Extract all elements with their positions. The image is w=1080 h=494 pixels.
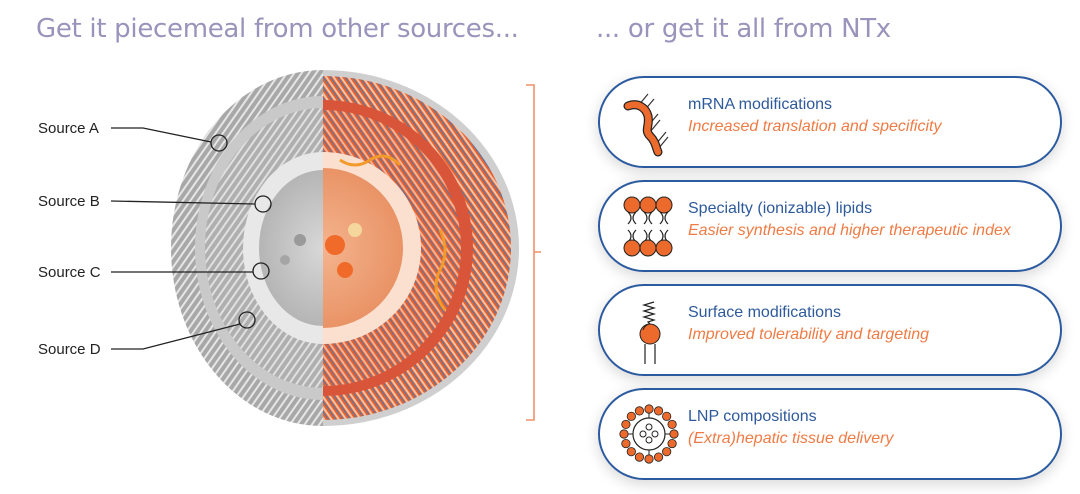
surface-lipid-peg-icon (639, 301, 661, 364)
lnp-bead (669, 429, 679, 439)
lnp-left-half-grey (171, 70, 323, 426)
lnp-bead (626, 447, 636, 457)
source-leader-lines (110, 127, 272, 350)
card-title: Specialty (ionizable) lipids (688, 200, 873, 217)
card-subtitle: Improved tolerability and targeting (688, 326, 930, 343)
callout-circle-source-d (238, 311, 256, 329)
lnp-bead (653, 452, 664, 462)
lipid-bilayer-icon (623, 196, 673, 257)
lnp-bead (644, 454, 654, 464)
heading-ntx: ... or get it all from NTx (596, 14, 891, 44)
callout-circle-source-a (210, 134, 228, 152)
callout-circle-source-c (252, 262, 270, 280)
lnp-bead (634, 406, 645, 416)
lnp-bead (621, 419, 631, 430)
lnp-right-half-colored (323, 70, 519, 426)
card-subtitle: Increased translation and specificity (688, 118, 942, 135)
card-specialty-lipids: Specialty (ionizable) lipids Easier synt… (598, 180, 1062, 272)
source-c-label: Source C (38, 264, 101, 281)
card-subtitle: (Extra)hepatic tissue delivery (688, 430, 894, 447)
card-title: mRNA modifications (688, 96, 833, 113)
card-subtitle: Easier synthesis and higher therapeutic … (688, 222, 1011, 239)
lnp-bead (619, 429, 629, 439)
source-a-label: Source A (38, 120, 99, 137)
lnp-bead (667, 419, 677, 430)
lnp-bead (662, 411, 672, 421)
lnp-bead (644, 404, 654, 414)
lnp-bead (621, 438, 631, 449)
lnp-bead (667, 438, 677, 449)
card-surface-modifications: Surface modifications Improved tolerabil… (598, 284, 1062, 376)
lnp-composition-icon (619, 404, 679, 464)
lnp-bead (662, 447, 672, 457)
lnp-bead (634, 452, 645, 462)
leader-line-source-a (111, 127, 212, 143)
grouping-bracket (526, 84, 541, 421)
leader-line-source-d (111, 323, 241, 350)
mrna-strand-icon (623, 93, 669, 157)
leader-line-source-b (110, 200, 256, 205)
source-b-label: Source B (38, 193, 100, 210)
card-title: LNP compositions (688, 408, 817, 425)
heading-other-sources: Get it piecemeal from other sources... (36, 14, 519, 44)
card-title: Surface modifications (688, 304, 841, 321)
lnp-illustration (110, 70, 541, 426)
callout-circle-source-b (254, 195, 272, 213)
source-d-label: Source D (38, 341, 101, 358)
card-lnp-compositions: LNP compositions (Extra)hepatic tissue d… (598, 388, 1062, 480)
lnp-bead (653, 406, 664, 416)
card-mrna-modifications: mRNA modifications Increased translation… (598, 76, 1062, 168)
lnp-bead (626, 411, 636, 421)
